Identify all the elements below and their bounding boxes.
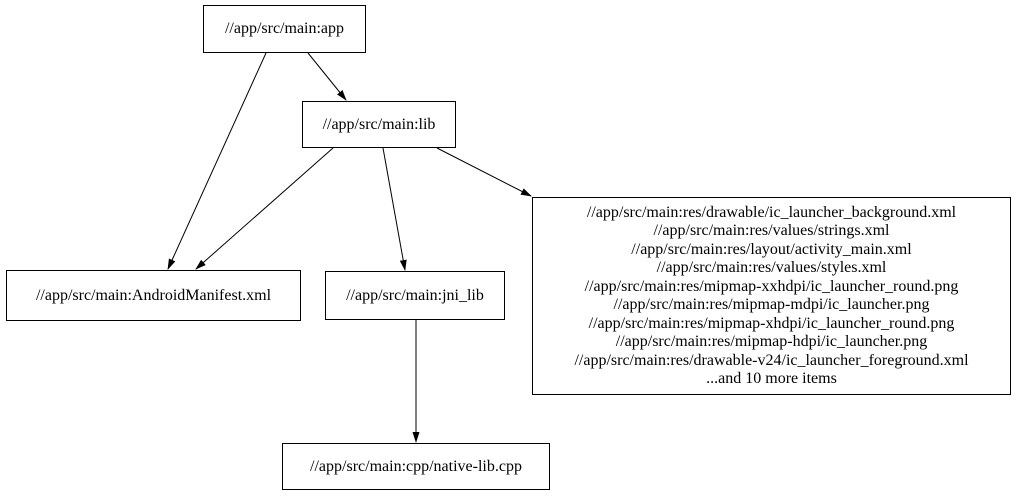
node-native-lib-cpp: //app/src/main:cpp/native-lib.cpp (282, 443, 550, 490)
res-group-line: //app/src/main:res/mipmap-xhdpi/ic_launc… (588, 314, 955, 332)
node-app-label: //app/src/main:app (224, 20, 345, 38)
res-group-line: //app/src/main:res/values/strings.xml (653, 222, 890, 239)
node-jni-lib: //app/src/main:jni_lib (325, 271, 505, 320)
edge-app-to-lib (307, 52, 347, 101)
node-lib-label: //app/src/main:lib (322, 115, 436, 133)
res-group-line: //app/src/main:res/drawable-v24/ic_launc… (574, 351, 969, 369)
edge-lib-to-res-group (436, 147, 532, 197)
res-group-line: //app/src/main:res/mipmap-mdpi/ic_launch… (613, 296, 930, 313)
res-group-line: //app/src/main:res/drawable/ic_launcher_… (586, 203, 957, 221)
node-native-lib-cpp-label: //app/src/main:cpp/native-lib.cpp (310, 457, 522, 475)
res-group-line: //app/src/main:res/mipmap-hdpi/ic_launch… (615, 333, 928, 350)
node-app: //app/src/main:app (203, 5, 366, 53)
node-jni-lib-label: //app/src/main:jni_lib (346, 286, 484, 304)
res-group-line: //app/src/main:res/layout/activity_main.… (631, 240, 912, 258)
res-group-line: //app/src/main:res/values/styles.xml (656, 259, 887, 276)
res-group-more-items: ...and 10 more items (706, 370, 837, 387)
node-android-manifest-label: //app/src/main:AndroidManifest.xml (35, 286, 272, 304)
node-res-group: //app/src/main:res/drawable/ic_launcher_… (532, 197, 1011, 395)
edge-lib-to-manifest (195, 147, 334, 270)
edge-lib-to-jni-lib (382, 147, 407, 271)
edge-app-to-manifest (167, 52, 267, 270)
res-group-line: //app/src/main:res/mipmap-xxhdpi/ic_laun… (584, 277, 959, 295)
node-lib: //app/src/main:lib (302, 101, 456, 148)
node-android-manifest: //app/src/main:AndroidManifest.xml (6, 270, 301, 321)
